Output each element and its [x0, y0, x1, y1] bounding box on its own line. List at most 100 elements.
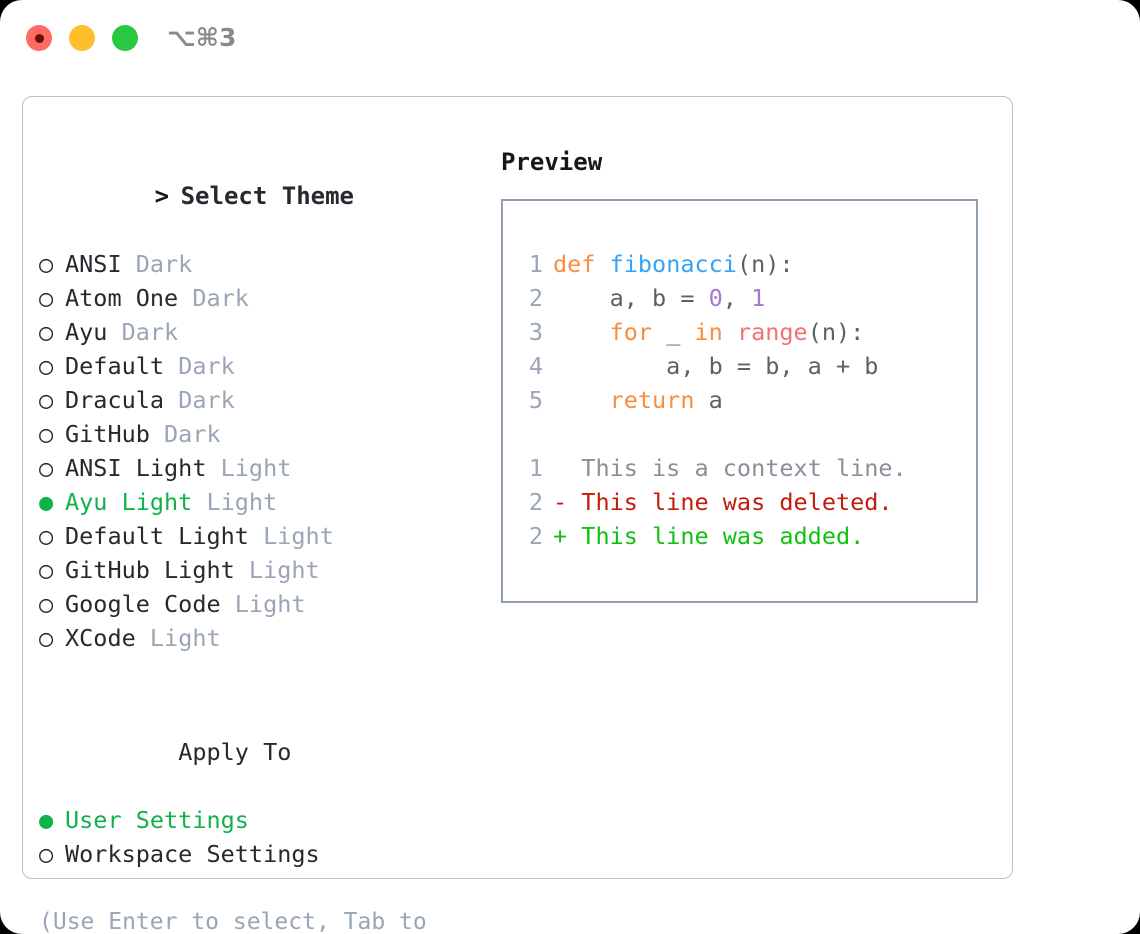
apply-to-marker — [152, 735, 178, 769]
diff-text: This is a context line. — [581, 454, 907, 482]
theme-variant-badge: Light — [206, 454, 292, 482]
apply-to-option-label: Workspace Settings — [65, 840, 320, 868]
code-token: 1 — [751, 284, 766, 312]
preview-heading: Preview — [501, 148, 603, 176]
keyboard-shortcut-label: ⌥⌘3 — [167, 23, 237, 52]
theme-variant-badge: Light — [248, 522, 334, 550]
theme-option-atom-one[interactable]: ○Atom One Dark — [39, 281, 499, 315]
title-bar: ⌥⌘3 — [0, 0, 1140, 78]
diff-line-ctx: 1 This is a context line. — [515, 451, 907, 485]
theme-variant-badge: Light — [220, 590, 306, 618]
line-number: 3 — [528, 318, 543, 346]
apply-to-option-workspace-settings[interactable]: ○ Workspace Settings — [39, 837, 499, 871]
cursor-caret-icon: > — [154, 182, 170, 210]
select-theme-heading-label: Select Theme — [180, 182, 354, 210]
apply-to-option-user-settings[interactable]: ●User Settings — [39, 803, 499, 837]
theme-variant-badge: Light — [135, 624, 221, 652]
theme-option-label: GitHub Light — [65, 556, 235, 584]
theme-variant-badge: Dark — [149, 420, 221, 448]
diff-line-add: 2 + This line was added. — [515, 519, 907, 553]
theme-option-label: ANSI — [65, 250, 122, 278]
radio-unselected-icon: ○ — [39, 840, 54, 868]
theme-variant-badge: Dark — [178, 284, 249, 312]
close-button[interactable] — [26, 25, 52, 51]
theme-option-label: Atom One — [65, 284, 179, 312]
radio-unselected-icon: ○ — [39, 454, 54, 482]
theme-option-ayu[interactable]: ○ Ayu Dark — [39, 315, 499, 349]
theme-option-xcode[interactable]: ○ XCode Light — [39, 621, 499, 655]
code-token: a, b = — [553, 284, 709, 312]
diff-marker: - — [553, 488, 582, 516]
code-line: 2 a, b = 0, 1 — [515, 281, 907, 315]
theme-option-label: Default Light — [65, 522, 249, 550]
theme-list: ○ANSI Dark○Atom One Dark○Ayu Dark○Defaul… — [39, 247, 499, 655]
theme-option-label: ANSI Light — [65, 454, 207, 482]
theme-option-default[interactable]: ○Default Dark — [39, 349, 499, 383]
theme-variant-badge: Dark — [107, 318, 179, 346]
radio-selected-icon: ● — [39, 488, 54, 516]
code-token: 0 — [708, 284, 723, 312]
code-token — [595, 250, 609, 278]
code-token: in — [694, 318, 723, 346]
theme-option-google-code[interactable]: ○Google Code Light — [39, 587, 499, 621]
code-token — [723, 318, 737, 346]
radio-unselected-icon: ○ — [39, 352, 54, 380]
theme-option-label: GitHub — [65, 420, 150, 448]
diff-text: This line was deleted. — [581, 488, 893, 516]
theme-option-label: Default — [65, 352, 165, 380]
content-frame: >Select Theme ○ANSI Dark○Atom One Dark○A… — [22, 96, 1013, 934]
apply-to-list: ●User Settings ○ Workspace Settings — [39, 803, 499, 871]
radio-unselected-icon: ○ — [39, 250, 54, 278]
code-token: range — [736, 318, 808, 346]
theme-option-github[interactable]: ○ GitHub Dark — [39, 417, 499, 451]
minimize-button[interactable] — [69, 25, 95, 51]
theme-option-ayu-light[interactable]: ● Ayu Light Light — [39, 485, 499, 519]
traffic-light-group — [26, 25, 138, 51]
theme-option-dracula[interactable]: ○Dracula Dark — [39, 383, 499, 417]
theme-option-default-light[interactable]: ○Default Light Light — [39, 519, 499, 553]
theme-option-label: Ayu Light — [65, 488, 193, 516]
theme-option-github-light[interactable]: ○GitHub Light Light — [39, 553, 499, 587]
theme-selector-panel: >Select Theme ○ANSI Dark○Atom One Dark○A… — [39, 145, 499, 934]
radio-unselected-icon: ○ — [39, 624, 54, 652]
keyboard-hint-text: (Use Enter to select, Tab to change focu… — [39, 909, 427, 934]
theme-variant-badge: Light — [192, 488, 278, 516]
theme-option-label: Ayu — [65, 318, 108, 346]
apply-to-option-label: User Settings — [65, 806, 249, 834]
code-token: for — [609, 318, 653, 346]
theme-option-label: XCode — [65, 624, 136, 652]
code-token: return — [609, 386, 695, 414]
theme-variant-badge: Dark — [164, 386, 235, 414]
line-number: 5 — [528, 386, 543, 414]
line-number: 4 — [528, 352, 543, 380]
diff-text: This line was added. — [581, 522, 865, 550]
line-number: 2 — [528, 522, 543, 550]
code-token: a, b = b, a + b — [553, 352, 879, 380]
theme-variant-badge: Dark — [121, 250, 193, 278]
code-token: _ — [652, 318, 695, 346]
theme-option-ansi-light[interactable]: ○ ANSI Light Light — [39, 451, 499, 485]
code-token: def — [553, 250, 596, 278]
code-token — [553, 386, 610, 414]
diff-marker: + — [553, 522, 582, 550]
code-line: 4 a, b = b, a + b — [515, 349, 907, 383]
code-token: fibonacci — [609, 250, 737, 278]
radio-unselected-icon: ○ — [39, 556, 54, 584]
code-token: (n): — [736, 250, 794, 278]
code-blank-line — [515, 417, 907, 451]
radio-unselected-icon: ○ — [39, 420, 54, 448]
code-token — [553, 318, 610, 346]
theme-option-ansi[interactable]: ○ ANSI Dark — [39, 247, 499, 281]
theme-option-label: Dracula — [65, 386, 165, 414]
radio-unselected-icon: ○ — [39, 318, 54, 346]
line-number: 2 — [528, 488, 543, 516]
maximize-button[interactable] — [112, 25, 138, 51]
apply-to-heading: Apply To — [39, 701, 499, 803]
code-token: a — [694, 386, 723, 414]
line-number: 2 — [528, 284, 543, 312]
